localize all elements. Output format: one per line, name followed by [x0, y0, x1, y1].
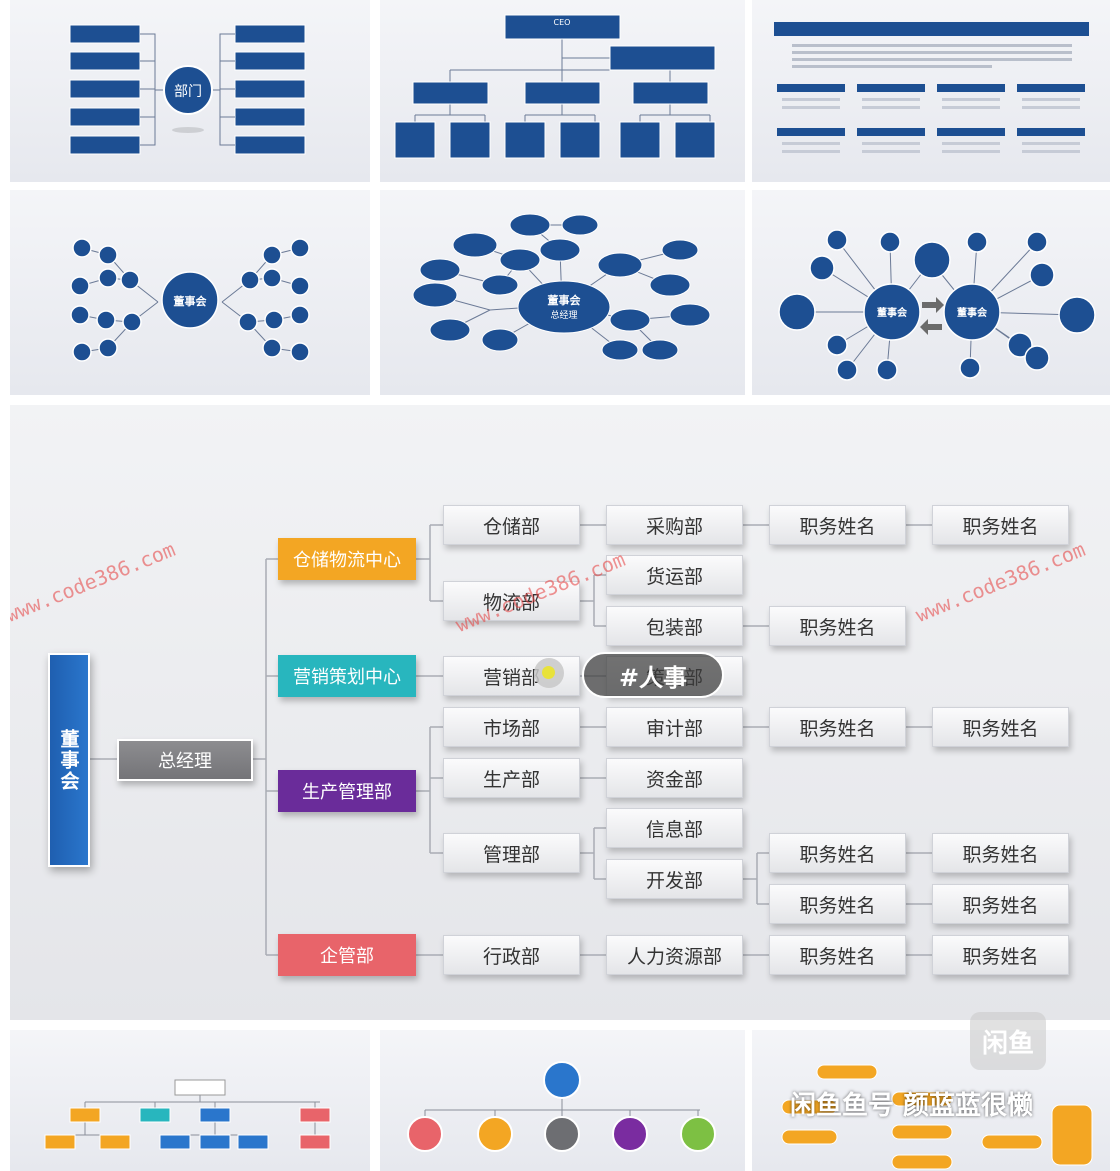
- role-box[interactable]: 职务姓名: [769, 606, 906, 646]
- pointer-dot-icon: [534, 658, 564, 688]
- thumbnail-orange-org[interactable]: [752, 1030, 1110, 1171]
- thumbnail-1-diagram: 部门: [69, 24, 306, 155]
- role-box[interactable]: 职务姓名: [769, 833, 906, 873]
- thumbnail-9-diagram: [781, 1064, 1093, 1170]
- thumbnail-circle-org[interactable]: [380, 1030, 745, 1171]
- role-box[interactable]: 职务姓名: [769, 935, 906, 975]
- thumbnail-4-center-label: 董事会: [174, 294, 208, 308]
- role-box[interactable]: 职务姓名: [769, 707, 906, 747]
- thumbnail-5-diagram: 董事会 总经理: [412, 213, 711, 361]
- thumbnail-4-diagram: 董事会: [70, 238, 310, 362]
- dept-administration[interactable]: 行政部: [443, 935, 580, 975]
- role-box[interactable]: 职务姓名: [932, 935, 1069, 975]
- thumbnail-5-center-label-1: 董事会: [548, 293, 582, 307]
- thumbnail-6-left-label: 董事会: [877, 306, 907, 319]
- thumbnail-7-diagram: [44, 1079, 331, 1150]
- thumbnail-board-network[interactable]: 董事会: [10, 190, 370, 395]
- thumbnail-department-list[interactable]: 部门: [10, 0, 370, 182]
- thumbnail-cloud-chart[interactable]: 董事会 总经理: [380, 190, 745, 395]
- center-marketing-planning[interactable]: 营销策划中心: [278, 655, 416, 697]
- dept-production[interactable]: 生产部: [443, 758, 580, 798]
- xianyu-logo: 闲鱼: [970, 1012, 1046, 1070]
- dept-logistics[interactable]: 物流部: [443, 581, 580, 621]
- dept-freight[interactable]: 货运部: [606, 555, 743, 595]
- thumbnail-6-right-label: 董事会: [957, 306, 987, 319]
- dept-audit[interactable]: 审计部: [606, 707, 743, 747]
- center-warehouse-logistics[interactable]: 仓储物流中心: [278, 538, 416, 580]
- center-enterprise-management[interactable]: 企管部: [278, 934, 416, 976]
- thumbnail-2-diagram: CEO: [394, 14, 716, 159]
- thumbnail-2-top-label: CEO: [554, 18, 571, 27]
- role-box[interactable]: 职务姓名: [932, 505, 1069, 545]
- dept-finance[interactable]: 资金部: [606, 758, 743, 798]
- thumbnail-ceo-chart[interactable]: CEO: [380, 0, 745, 182]
- dept-warehouse[interactable]: 仓储部: [443, 505, 580, 545]
- center-production-management[interactable]: 生产管理部: [278, 770, 416, 812]
- dept-purchasing[interactable]: 采购部: [606, 505, 743, 545]
- role-box[interactable]: 职务姓名: [932, 833, 1069, 873]
- hashtag-chip[interactable]: #人事: [582, 652, 724, 698]
- general-manager[interactable]: 总经理: [117, 739, 253, 781]
- dept-human-resources[interactable]: 人力资源部: [606, 935, 743, 975]
- org-chart-connectors: [90, 524, 932, 956]
- dept-information[interactable]: 信息部: [606, 808, 743, 848]
- dept-development[interactable]: 开发部: [606, 859, 743, 899]
- thumbnail-colored-org[interactable]: [10, 1030, 370, 1171]
- role-box[interactable]: 职务姓名: [769, 505, 906, 545]
- thumbnail-company-intro[interactable]: [752, 0, 1110, 182]
- xianyu-watermark-text: 闲鱼鱼号 颜蓝蓝很懒: [790, 1091, 1034, 1121]
- thumbnail-5-center-label-2: 总经理: [550, 309, 577, 321]
- dept-packaging[interactable]: 包装部: [606, 606, 743, 646]
- role-box[interactable]: 职务姓名: [932, 884, 1069, 924]
- board-of-directors[interactable]: 董事会: [48, 653, 90, 867]
- org-chart-main[interactable]: 董事会 总经理 仓储物流中心 营销策划中心 生产管理部 企管部 仓储部 物流部 …: [10, 405, 1110, 1020]
- thumbnail-1-center-label: 部门: [174, 84, 202, 100]
- thumbnail-6-diagram: 董事会 董事会: [778, 229, 1096, 381]
- role-box[interactable]: 职务姓名: [932, 707, 1069, 747]
- dept-market[interactable]: 市场部: [443, 707, 580, 747]
- dept-management[interactable]: 管理部: [443, 833, 580, 873]
- thumbnail-8-diagram: [407, 1061, 716, 1152]
- thumbnail-dual-board[interactable]: 董事会 董事会: [752, 190, 1110, 395]
- thumbnail-3-diagram: [774, 22, 1089, 153]
- role-box[interactable]: 职务姓名: [769, 884, 906, 924]
